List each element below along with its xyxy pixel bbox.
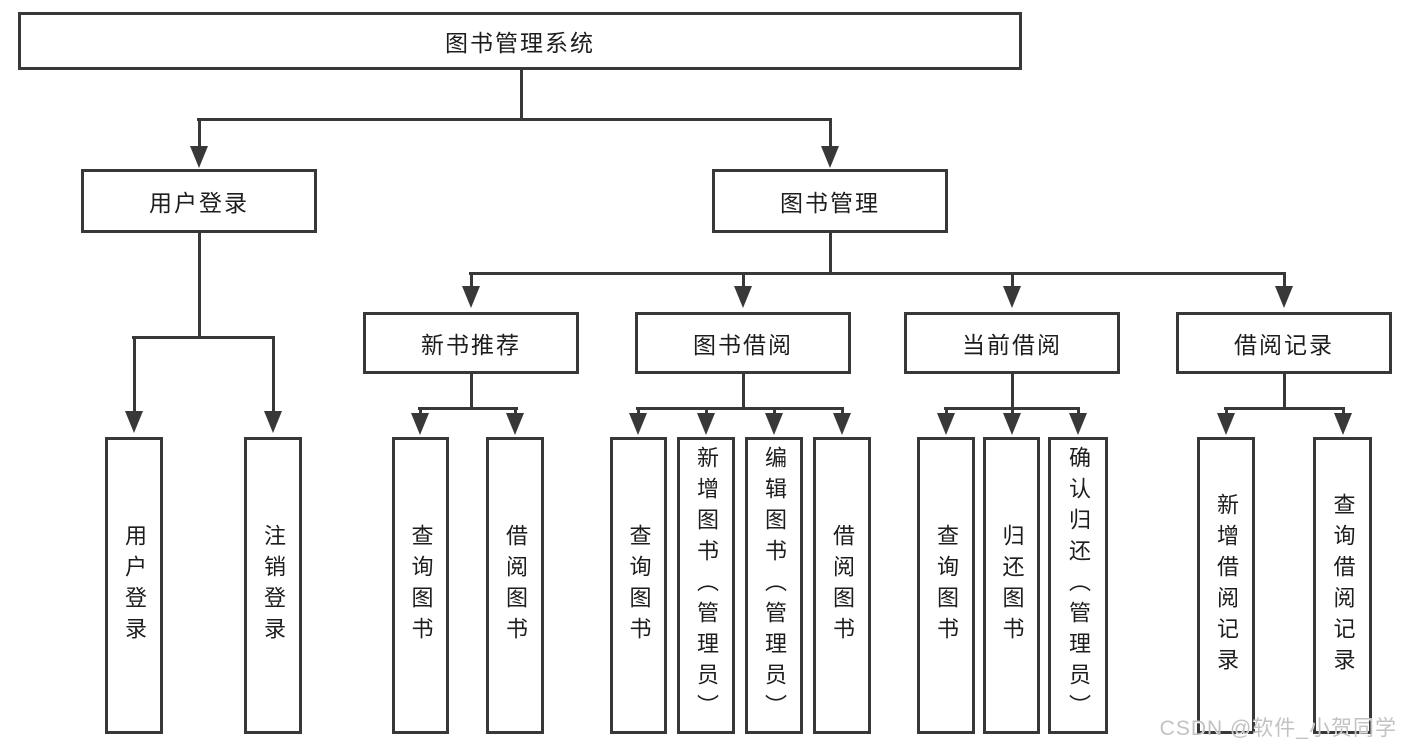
leaf-cb-query-books: 查询图书: [917, 437, 975, 734]
connector-level3-drop: [1011, 272, 1014, 288]
node-label: 图书管理: [780, 190, 880, 216]
leaf-cb-confirm-return-admin: 确认归还（管理员）: [1048, 437, 1108, 734]
arrow-down-icon: [734, 286, 752, 308]
leaf-cb-return-books: 归还图书: [983, 437, 1040, 734]
arrow-down-icon: [765, 413, 783, 435]
node-label: 新书推荐: [421, 332, 521, 358]
arrow-down-icon: [462, 286, 480, 308]
connector-user-login-bar: [132, 336, 275, 339]
arrow-down-icon: [937, 413, 955, 435]
node-root: 图书管理系统: [18, 12, 1022, 70]
connector-level3-drop: [470, 272, 473, 288]
leaf-label: 编辑图书（管理员）: [762, 446, 787, 725]
connector-leaf-drop: [514, 407, 517, 417]
leaf-label: 新增借阅记录: [1214, 492, 1239, 679]
connector-leaf-drop: [272, 336, 275, 413]
connector-group-stem: [1011, 374, 1014, 407]
arrow-down-icon: [1217, 413, 1235, 435]
leaf-bb-edit-books-admin: 编辑图书（管理员）: [745, 437, 803, 734]
watermark: CSDN @软件_小贺同学: [1159, 717, 1397, 740]
connector-level3-drop: [1283, 272, 1286, 288]
arrow-down-icon: [629, 413, 647, 435]
node-label: 图书借阅: [693, 332, 793, 358]
node-current-borrowing: 当前借阅: [904, 312, 1120, 374]
arrow-down-icon: [264, 411, 282, 433]
connector-level2-bar: [197, 118, 832, 121]
node-book-borrowing: 图书借阅: [635, 312, 851, 374]
leaf-label: 查询借阅记录: [1330, 492, 1356, 679]
connector-leaf-drop: [1011, 407, 1014, 417]
connector-group-bar: [1224, 407, 1345, 410]
arrow-down-icon: [1003, 286, 1021, 308]
connector-group-stem: [470, 374, 473, 407]
leaf-nbr-query-books: 查询图书: [392, 437, 449, 734]
leaf-label: 注销登录: [261, 523, 286, 648]
arrow-down-icon: [1334, 413, 1352, 435]
connector-leaf-drop: [1342, 407, 1345, 417]
connector-leaf-drop: [1225, 407, 1228, 417]
leaf-user-login: 用户登录: [105, 437, 163, 734]
arrow-down-icon: [1069, 413, 1087, 435]
connector-user-login-stem: [198, 233, 201, 336]
arrow-down-icon: [833, 413, 851, 435]
connector-book-management-stem: [829, 233, 832, 274]
connector-user-login-drop: [198, 118, 201, 148]
node-label: 借阅记录: [1234, 332, 1334, 358]
arrow-down-icon: [125, 411, 143, 433]
leaf-br-query-record: 查询借阅记录: [1313, 437, 1372, 734]
arrow-down-icon: [1003, 413, 1021, 435]
leaf-label: 归还图书: [999, 523, 1025, 648]
leaf-label: 借阅图书: [830, 523, 855, 648]
connector-book-management-drop: [829, 118, 832, 148]
leaf-bb-borrow-books: 借阅图书: [813, 437, 871, 734]
node-user-login: 用户登录: [81, 169, 317, 233]
connector-group-bar: [418, 407, 518, 410]
connector-leaf-drop: [1077, 407, 1080, 417]
connector-leaf-drop: [419, 407, 422, 417]
connector-leaf-drop: [133, 336, 136, 413]
arrow-down-icon: [821, 146, 839, 168]
connector-group-bar: [636, 407, 844, 410]
leaf-bb-add-books-admin: 新增图书（管理员）: [677, 437, 735, 734]
leaf-br-add-record: 新增借阅记录: [1197, 437, 1255, 734]
node-new-book-recommend: 新书推荐: [363, 312, 579, 374]
connector-leaf-drop: [637, 407, 640, 417]
leaf-label: 查询图书: [626, 523, 652, 648]
arrow-down-icon: [697, 413, 715, 435]
connector-leaf-drop: [945, 407, 948, 417]
leaf-logout: 注销登录: [244, 437, 302, 734]
connector-leaf-drop: [841, 407, 844, 417]
leaf-nbr-borrow-books: 借阅图书: [486, 437, 544, 734]
connector-level3-bar: [469, 272, 1286, 275]
arrow-down-icon: [411, 413, 429, 435]
leaf-label: 查询图书: [934, 523, 959, 648]
connector-leaf-drop: [705, 407, 708, 417]
leaf-label: 用户登录: [122, 523, 147, 648]
connector-group-stem: [742, 374, 745, 407]
connector-level3-drop: [742, 272, 745, 288]
arrow-down-icon: [190, 146, 208, 168]
connector-leaf-drop: [773, 407, 776, 417]
leaf-label: 确认归还（管理员）: [1066, 446, 1091, 725]
arrow-down-icon: [1275, 286, 1293, 308]
arrow-down-icon: [506, 413, 524, 435]
node-borrowing-records: 借阅记录: [1176, 312, 1392, 374]
node-label: 图书管理系统: [445, 30, 595, 56]
node-label: 用户登录: [149, 190, 249, 216]
node-label: 当前借阅: [962, 332, 1062, 358]
leaf-label: 新增图书（管理员）: [694, 446, 719, 725]
connector-group-stem: [1283, 374, 1286, 407]
node-book-management: 图书管理: [712, 169, 948, 233]
leaf-label: 借阅图书: [503, 523, 528, 648]
leaf-label: 查询图书: [408, 523, 434, 648]
leaf-bb-query-books: 查询图书: [610, 437, 667, 734]
connector-root-stem: [520, 70, 523, 118]
